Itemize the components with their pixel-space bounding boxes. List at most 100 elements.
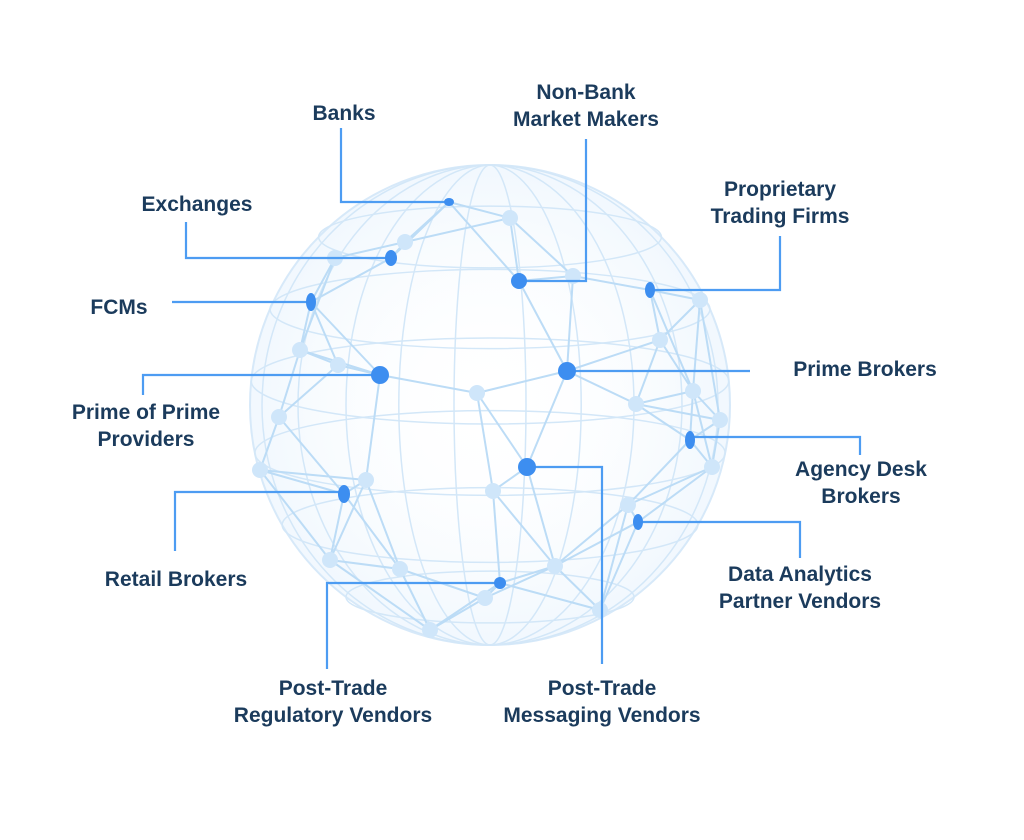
mesh-edge (310, 257, 336, 303)
mesh-edge (554, 504, 629, 567)
mesh-edge (329, 559, 431, 631)
mesh-edge (554, 521, 639, 567)
label-proprietary-trading-firms: Proprietary Trading Firms (710, 178, 850, 228)
mesh-edge (492, 490, 501, 584)
label-exchanges: Exchanges (141, 193, 253, 216)
mesh-node (477, 590, 493, 606)
participant-node (385, 250, 397, 266)
mesh-edge (379, 374, 478, 394)
label-retail-brokers: Retail Brokers (104, 568, 248, 591)
participant-node (685, 431, 695, 449)
mesh-edge (554, 565, 601, 611)
mesh-node (620, 497, 636, 513)
label-prime-brokers: Prime Brokers (793, 358, 937, 381)
mesh-node (592, 602, 608, 618)
mesh-node (547, 558, 563, 574)
mesh-edge (329, 479, 367, 561)
globe (249, 164, 731, 646)
connector-banks (339, 128, 449, 204)
mesh-edge (635, 390, 694, 405)
mesh-edge (448, 201, 520, 282)
connector-agency-desk (690, 435, 862, 455)
participant-node (306, 293, 316, 311)
mesh-edge (518, 280, 568, 372)
participant-node (511, 273, 527, 289)
mesh-edge (310, 301, 381, 376)
mesh-edge (649, 289, 694, 392)
mesh-edge (692, 299, 701, 392)
participant-node (338, 485, 350, 503)
mesh-node (292, 342, 308, 358)
mesh-edge (699, 299, 721, 421)
mesh-edge (259, 469, 331, 561)
mesh-edge (627, 466, 713, 506)
mesh-edge (509, 217, 574, 277)
mesh-edge (635, 403, 721, 421)
mesh-edge (448, 201, 511, 219)
participant-node (633, 514, 643, 530)
mesh-edge (659, 299, 701, 341)
mesh-edge (492, 490, 556, 567)
globe-meridians (250, 164, 730, 646)
connector-post-trade-reg (325, 581, 500, 669)
mesh-edge (637, 466, 713, 523)
mesh-edge (499, 565, 556, 584)
label-agency-desk-brokers: Agency Desk Brokers (795, 458, 927, 508)
parallel-line (345, 570, 635, 624)
mesh-edge (278, 364, 339, 418)
mesh-node (252, 462, 268, 478)
globe-outline (249, 164, 731, 646)
mesh-node (652, 332, 668, 348)
mesh-edge (476, 392, 528, 468)
participant-node (558, 362, 576, 380)
mesh-edge (329, 559, 401, 570)
mesh-edge (334, 241, 406, 259)
mesh-edge (310, 301, 339, 366)
label-post-trade-messaging-vendors: Post-Trade Messaging Vendors (503, 677, 701, 727)
mesh-edge (509, 217, 520, 282)
mesh-node (397, 234, 413, 250)
mesh-edge (259, 469, 345, 495)
mesh-node (704, 459, 720, 475)
connector-exchanges (184, 222, 391, 260)
participant-node (371, 366, 389, 384)
mesh-node (358, 472, 374, 488)
mesh-edge (399, 568, 431, 631)
mesh-edge (404, 217, 511, 243)
connector-prime-of-prime (141, 373, 380, 395)
mesh-node (422, 622, 438, 638)
mesh-node (485, 483, 501, 499)
mesh-edge (499, 582, 601, 611)
mesh-edge (310, 257, 392, 303)
label-prime-of-prime-providers: Prime of Prime Providers (71, 401, 221, 451)
mesh-node (685, 383, 701, 399)
mesh-edge (599, 504, 629, 611)
mesh-edge (365, 479, 401, 570)
mesh-edge (635, 403, 691, 441)
connector-data-analytics (638, 520, 802, 558)
label-fcms: FCMs (90, 296, 148, 319)
mesh-edge (649, 289, 701, 301)
label-post-trade-regulatory-vendors: Post-Trade Regulatory Vendors (233, 677, 433, 727)
mesh-edge (659, 339, 694, 392)
mesh-edge (329, 493, 345, 561)
mesh-node (322, 552, 338, 568)
mesh-edge (365, 374, 381, 481)
mesh-edge (259, 469, 367, 481)
label-banks: Banks (312, 102, 376, 125)
participant-node (518, 458, 536, 476)
mesh-edge (627, 439, 691, 506)
parallel-line (317, 205, 663, 269)
mesh-node (692, 292, 708, 308)
parallel-line (250, 337, 730, 425)
connector-retail-brokers (173, 490, 344, 551)
participant-node (645, 282, 655, 298)
label-non-bank-market-makers: Non-Bank Market Makers (513, 81, 659, 131)
hub-nodes (306, 198, 695, 589)
mesh-node (392, 561, 408, 577)
mesh-edge (526, 370, 568, 468)
mesh-edge (649, 289, 661, 341)
connector-non-bank-mm (519, 139, 588, 283)
mesh-node (628, 396, 644, 412)
